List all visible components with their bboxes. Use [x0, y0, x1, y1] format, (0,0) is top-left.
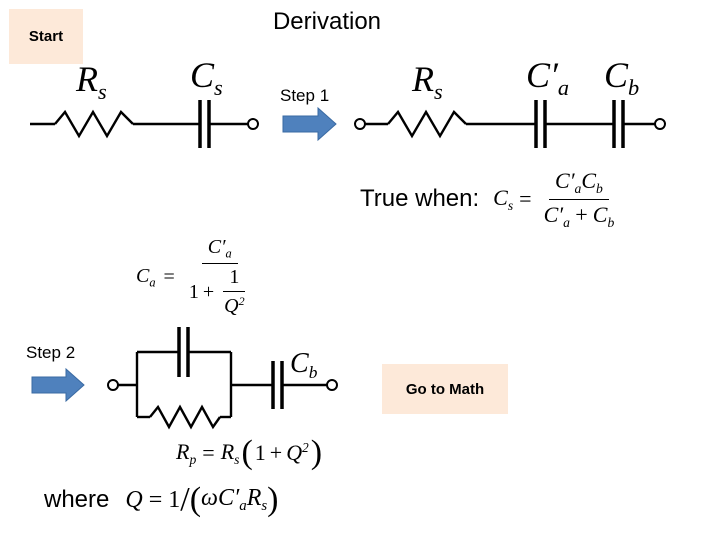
- rs-symbol-1: Rs: [76, 59, 107, 104]
- rp-equation: Rp = Rs ( 1 + Q2 ): [176, 434, 323, 471]
- true-when-label: True when:: [360, 185, 480, 213]
- page-title: Derivation: [272, 8, 382, 35]
- step1-label: Step 1: [280, 86, 330, 105]
- circuit-1: [30, 100, 259, 148]
- ca-equation: Ca = C′a 1 + 1 Q2: [136, 236, 257, 319]
- terminal: [107, 379, 119, 391]
- resistor-rs: [387, 109, 467, 139]
- cb-symbol-1: Cb: [604, 55, 640, 100]
- ca-prime-symbol: C′a: [526, 55, 570, 100]
- start-button[interactable]: Start: [9, 9, 83, 64]
- resistor-rs: [54, 109, 134, 139]
- step2-arrow-icon: [31, 367, 85, 403]
- step2-label: Step 2: [26, 343, 76, 362]
- terminal: [654, 118, 666, 130]
- where-label: where: [44, 486, 110, 513]
- true-when-equation: True when: Cs = C′aCb C′a+Cb: [360, 168, 620, 231]
- q-equation: where Q = 1 / ( ωC′aRs ): [44, 481, 279, 518]
- circuit-3: [107, 327, 338, 430]
- step1-arrow-icon: [282, 106, 337, 142]
- start-button-label: Start: [28, 28, 64, 45]
- terminal: [326, 379, 338, 391]
- ca-fraction: C′a 1 + 1 Q2: [188, 236, 246, 318]
- go-to-math-button[interactable]: Go to Math: [382, 364, 508, 414]
- rs-symbol-2: Rs: [412, 59, 443, 104]
- go-to-math-label: Go to Math: [405, 380, 485, 398]
- cs-fraction: C′aCb C′a+Cb: [543, 168, 615, 230]
- terminal: [247, 118, 259, 130]
- terminal: [354, 118, 366, 130]
- cb-symbol-2: Cb: [290, 348, 318, 383]
- circuit-2: [354, 100, 666, 148]
- resistor-rp: [149, 404, 221, 430]
- cs-symbol: Cs: [190, 55, 223, 100]
